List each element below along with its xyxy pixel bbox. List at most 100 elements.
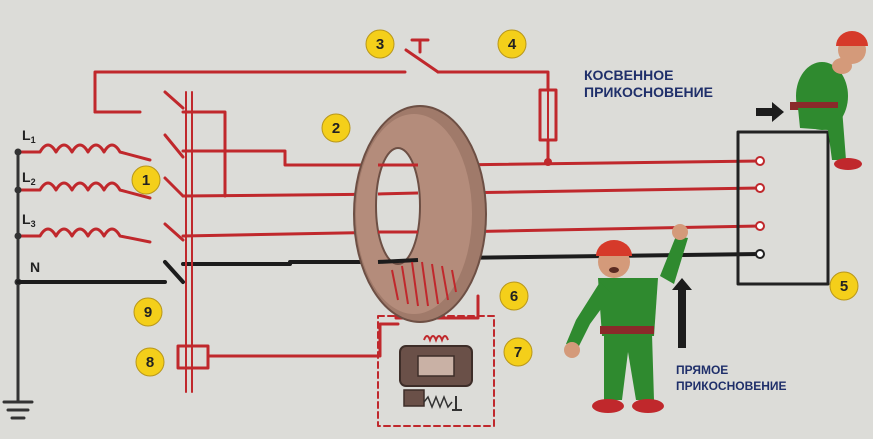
callout-1: 1 (131, 165, 161, 195)
worker-direct-boot-right (632, 399, 664, 413)
direct-arrow (672, 278, 692, 348)
direction-arrows (672, 102, 784, 348)
label-l3: L3 (22, 211, 36, 229)
callout-4-text: 4 (508, 36, 517, 53)
relay-7 (399, 335, 473, 411)
worker-direct-torso (598, 278, 658, 336)
callout-1-badge (131, 165, 161, 195)
wiring (2, 38, 830, 427)
coil-l1 (16, 143, 152, 162)
callouts: 1 2 3 4 5 6 7 8 (131, 29, 859, 377)
switch-contact-l3 (163, 222, 185, 242)
label-n: N (30, 259, 40, 275)
worker-direct-hand (672, 224, 688, 240)
callout-2: 2 (321, 113, 351, 143)
star-dot-2 (14, 186, 22, 194)
worker-indirect (790, 31, 868, 170)
callout-6: 6 (499, 281, 529, 311)
label-l2-base: L (22, 169, 31, 185)
label-l3-base: L (22, 211, 31, 227)
callout-7: 7 (503, 337, 533, 367)
switch-contact-l2 (163, 176, 185, 198)
push-button-3 (410, 38, 430, 54)
callout-1-text: 1 (142, 172, 150, 189)
label-l2: L2 (22, 169, 36, 187)
worker-indirect-helmet (836, 31, 868, 46)
terminal-l3 (755, 221, 765, 231)
through-wire-n (377, 258, 419, 264)
touch-labels: КОСВЕННОЕ ПРИКОСНОВЕНИЕ ПРЯМОЕ ПРИКОСНОВ… (584, 67, 787, 393)
terminal-n (755, 249, 765, 259)
phase-l1-wire (181, 149, 762, 167)
callout-2-badge (321, 113, 351, 143)
terminal-l2 (755, 183, 765, 193)
callout-3: 3 (365, 29, 395, 59)
callout-5-badge (829, 271, 859, 301)
worker-indirect-belt (790, 102, 838, 110)
worker-direct-helmet (596, 240, 632, 256)
test-circuit-left (93, 70, 407, 198)
secondary-winding-6 (391, 261, 457, 307)
coil-l3 (16, 227, 152, 244)
callout-4-badge (497, 29, 527, 59)
indirect-label-line1: КОСВЕННОЕ (584, 67, 673, 83)
label-l1: L1 (22, 127, 36, 145)
worker-direct-left-hand (564, 342, 580, 358)
callout-2-text: 2 (332, 120, 340, 137)
toroid-2 (353, 105, 487, 323)
relay-spring-anchor (452, 396, 462, 411)
terminal-l1 (755, 156, 765, 166)
label-l1-base: L (22, 127, 31, 143)
relay-box-7 (377, 315, 495, 427)
switch-top-link (163, 90, 185, 110)
callout-6-text: 6 (510, 288, 518, 305)
callout-4: 4 (497, 29, 527, 59)
callout-7-badge (503, 337, 533, 367)
worker-indirect-hands (832, 58, 852, 74)
star-dot-3 (14, 232, 22, 240)
indirect-label-line2: ПРИКОСНОВЕНИЕ (584, 84, 713, 100)
relay-gap (417, 355, 455, 377)
relay-coil (423, 335, 449, 343)
callout-9-text: 9 (144, 304, 152, 321)
coil-l2 (16, 181, 152, 200)
direct-label-line2: ПРИКОСНОВЕНИЕ (676, 379, 787, 393)
release-8-wire (206, 322, 400, 358)
callout-5-text: 5 (840, 278, 848, 295)
worker-indirect-leg (798, 108, 846, 160)
relay-armature (403, 389, 425, 407)
callout-8-badge (135, 347, 165, 377)
callout-9: 9 (133, 297, 163, 327)
callout-6-badge (499, 281, 529, 311)
trip-rod-9 (185, 91, 193, 393)
label-l2-sub: 2 (31, 177, 36, 187)
worker-direct-left-arm (566, 282, 612, 348)
callout-3-badge (365, 29, 395, 59)
relay-spring (423, 394, 453, 410)
callout-8: 8 (135, 347, 165, 377)
callout-7-text: 7 (514, 344, 522, 361)
label-l3-sub: 3 (31, 219, 36, 229)
equipment-5 (736, 130, 830, 286)
switch-contact-n (163, 260, 185, 284)
direct-label-line1: ПРЯМОЕ (676, 363, 728, 377)
toroid-hole (375, 147, 421, 265)
switch-contact-l1 (163, 133, 185, 159)
worker-direct-mouth (609, 267, 619, 273)
label-l1-sub: 1 (31, 135, 36, 145)
callout-8-text: 8 (146, 354, 154, 371)
worker-direct-raised-arm (660, 236, 688, 284)
ground-symbol (2, 400, 34, 420)
through-wire-l2 (377, 191, 419, 196)
test-junction (544, 158, 552, 166)
star-dot-1 (14, 148, 22, 156)
worker-direct-belt (600, 326, 654, 334)
worker-indirect-boot (834, 158, 862, 170)
indirect-arrow (756, 102, 784, 122)
test-switch-lever (404, 48, 440, 74)
worker-direct (564, 224, 688, 413)
terminal-labels: L1 L2 L3 N (22, 127, 40, 275)
worker-direct-legs (604, 334, 654, 400)
